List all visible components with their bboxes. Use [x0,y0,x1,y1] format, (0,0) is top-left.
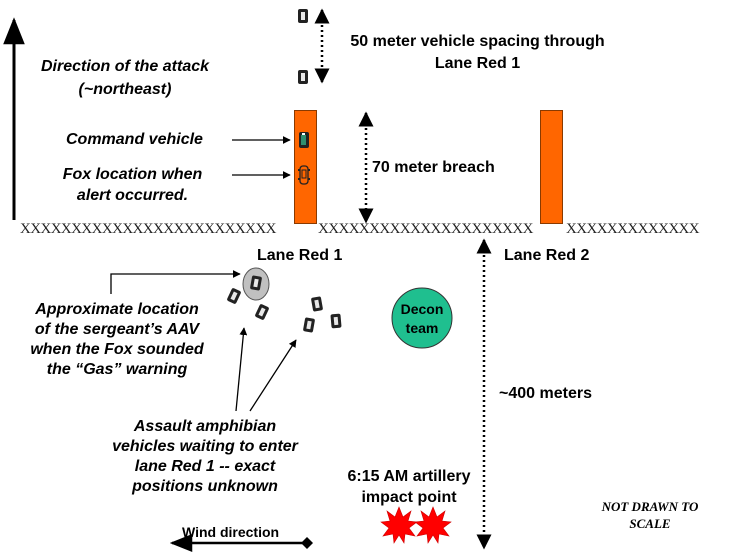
vehicle-icon-top-1 [298,9,308,23]
vehicle-icon-sergeant [250,275,262,291]
sergeant-aav-label: Approximate location of the sergeant’s A… [12,300,222,380]
attack-direction-line-2: (~northeast) [78,81,172,98]
wire-obstacle-middle: XXXXXXXXXXXXXXXXXXXXX [318,221,533,237]
barrier-lane-red-2 [540,110,563,224]
aav-waiting-line-1: Assault amphibian [133,418,277,435]
artillery-line-2: impact point [361,489,457,506]
wind-direction-label: Wind direction [182,524,280,540]
lane-red-2-label: Lane Red 2 [504,247,590,264]
fox-location-line-1: Fox location when [62,166,203,183]
breach-label: 70 meter breach [372,159,495,176]
not-to-scale-line-1: NOT DRAWN TO [601,499,699,514]
vehicle-icon [255,304,269,320]
aav-waiting-line-3: lane Red 1 -- exact [134,458,276,475]
vehicle-icon [330,313,342,329]
not-to-scale-note: NOT DRAWN TO SCALE [580,498,720,532]
spacing-line-2: Lane Red 1 [434,55,521,72]
decon-line-2: team [405,320,439,336]
aav-waiting-line-4: positions unknown [132,478,278,495]
wind-origin-diamond [301,537,313,549]
artillery-impact-burst-2 [414,506,452,544]
vehicle-icon [227,288,241,304]
lane-red-1-label: Lane Red 1 [257,247,343,264]
fox-location-line-2: alert occurred. [76,187,189,204]
attack-direction-line-1: Direction of the attack [40,58,210,75]
sergeant-aav-arrow [110,270,241,294]
wire-obstacle-left: XXXXXXXXXXXXXXXXXXXXXXXXX [20,221,276,237]
decon-team-circle [391,287,453,349]
spacing-label: 50 meter vehicle spacing through Lane Re… [325,32,630,73]
vehicle-icon [303,317,315,333]
decon-team-label: Decon team [392,300,452,338]
artillery-line-1: 6:15 AM artillery [347,468,471,485]
attack-direction-label: Direction of the attack (~northeast) [20,57,230,99]
spacing-line-1: 50 meter vehicle spacing through [350,33,605,50]
distance-label: ~400 meters [499,385,592,402]
aav-pointer-arrow-1 [235,327,248,412]
aav-waiting-line-2: vehicles waiting to enter [112,438,298,455]
vehicle-icon [311,296,323,312]
aav-waiting-label: Assault amphibian vehicles waiting to en… [90,417,320,497]
sergeant-aav-line-3: when the Fox sounded [30,341,204,358]
vehicle-icon-top-2 [298,70,308,84]
artillery-impact-burst-1 [380,506,418,544]
artillery-impact-label: 6:15 AM artillery impact point [334,467,484,507]
command-vehicle-label: Command vehicle [66,131,203,148]
sergeant-aav-line-2: of the sergeant’s AAV [34,321,200,338]
aav-pointer-arrow-2 [249,339,297,412]
sergeant-aav-line-4: the “Gas” warning [46,361,188,378]
fox-vehicle-icon [298,165,310,185]
not-to-scale-line-2: SCALE [629,516,671,531]
command-vehicle-icon [299,132,309,148]
decon-line-1: Decon [400,301,444,317]
fox-location-label: Fox location when alert occurred. [40,165,225,205]
wire-obstacle-right: XXXXXXXXXXXXX [566,221,700,237]
sergeant-aav-line-1: Approximate location [35,301,199,318]
